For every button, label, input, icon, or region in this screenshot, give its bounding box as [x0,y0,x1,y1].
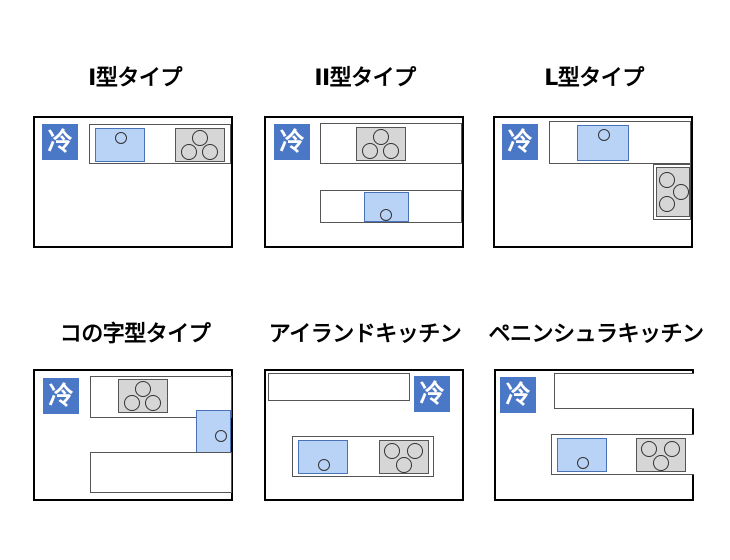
stove-icon [175,128,225,162]
floorplan-u-type: 冷 [33,369,233,501]
layout-title-ii-type: II型タイプ [314,66,416,91]
sink-icon [95,128,145,162]
refrigerator-icon: 冷 [502,124,538,160]
counter-upper [320,123,462,164]
layout-title-u-type: コの字型タイプ [59,322,211,347]
counter-wall [554,373,694,409]
floorplan-i-type: 冷 [33,116,233,248]
floorplan-ii-type: 冷 [264,116,464,248]
layout-title-l-type: L型タイプ [544,66,644,91]
sink-icon [577,125,629,161]
stove-icon [118,379,168,413]
burner-icon [396,457,412,473]
burner-icon [653,455,669,471]
layout-title-peninsula: ペニンシュラキッチン [488,322,704,347]
burner-icon [384,443,400,459]
counter-wall [268,373,410,401]
counter [89,124,231,164]
burner-icon [192,130,208,146]
refrigerator-icon: 冷 [414,376,450,412]
counter-peninsula [551,434,694,475]
burner-icon [659,196,675,212]
burner-icon [181,144,197,160]
floorplan-island: 冷 [264,369,464,501]
floorplan-peninsula: 冷 [494,369,694,501]
counter-lower [320,190,462,223]
burner-icon [362,143,378,159]
floorplan-l-type: 冷 [493,116,693,248]
burner-icon [641,441,657,457]
burner-icon [145,395,161,411]
refrigerator-icon: 冷 [274,124,310,160]
sink-drain-icon [577,457,589,469]
counter-island [292,436,434,477]
sink-icon [557,438,607,472]
sink-drain-icon [215,430,227,442]
burner-icon [202,144,218,160]
sink-icon [364,192,409,222]
burner-icon [383,143,399,159]
sink-drain-icon [598,129,610,141]
refrigerator-icon: 冷 [500,377,536,413]
sink-drain-icon [115,132,127,144]
refrigerator-icon: 冷 [43,378,79,414]
sink-drain-icon [380,209,392,221]
burner-icon [135,381,151,397]
layout-title-i-type: I型タイプ [88,66,182,91]
burner-icon [673,184,689,200]
sink-drain-icon [318,459,330,471]
stove-icon [356,127,406,161]
burner-icon [659,172,675,188]
stove-icon [379,440,429,474]
sink-icon [298,440,348,474]
counter-vertical [653,164,691,220]
burner-icon [373,129,389,145]
burner-icon [124,395,140,411]
stove-icon [636,438,686,472]
burner-icon [407,443,423,459]
stove-icon [656,167,690,217]
refrigerator-icon: 冷 [42,124,78,160]
burner-icon [664,441,680,457]
counter-bottom [90,452,232,493]
counter-top [90,376,232,418]
layout-title-island: アイランドキッチン [268,322,462,347]
counter-horizontal [549,121,691,164]
